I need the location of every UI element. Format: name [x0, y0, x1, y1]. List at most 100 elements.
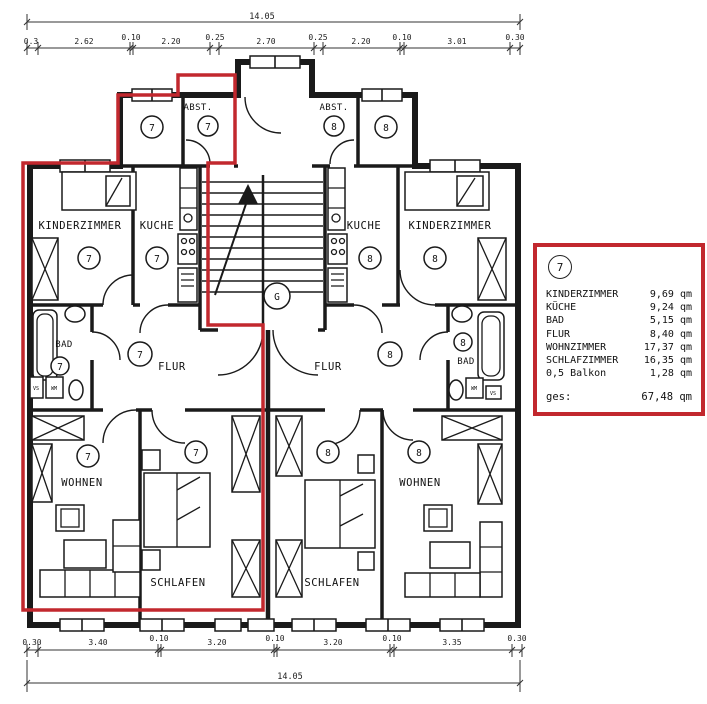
dim-top-5: 2.70	[256, 37, 275, 46]
dim-bot-2: 0.10	[149, 634, 168, 643]
legend-row: BAD 5,15 qm	[546, 314, 692, 327]
living-room-furniture	[31, 415, 141, 598]
unit-circle-flur7	[127, 341, 153, 367]
window	[439, 618, 485, 632]
wm-label: WM	[51, 386, 57, 392]
legend-total-row: ges: 67,48 qm	[546, 391, 692, 403]
window	[365, 618, 411, 632]
dim-bot-1: 3.40	[88, 638, 107, 647]
unit-circle-wohnen8	[407, 440, 431, 464]
legend-room-label: BAD	[546, 315, 565, 327]
vs-label: VS	[33, 386, 39, 392]
legend-row: KINDERZIMMER 9,69 qm	[546, 288, 692, 301]
unit-circle-bad8	[453, 332, 473, 352]
room-label-abst8: ABST.	[319, 103, 348, 113]
unit-num: 8	[432, 254, 438, 265]
unit-num: 7	[193, 448, 199, 459]
room-label-wohnen8: WOHNEN	[399, 477, 441, 489]
unit-num: 7	[86, 254, 92, 265]
stairwell-circle	[263, 282, 291, 310]
room-label-schlafen7: SCHLAFEN	[150, 577, 205, 589]
unit-circle-balcony7	[140, 115, 164, 139]
unit-circle-kinder7	[77, 246, 101, 270]
room-label-kinderzimmer8: KINDERZIMMER	[408, 220, 491, 232]
wardrobe	[31, 237, 59, 301]
dim-bot-6: 0.10	[382, 634, 401, 643]
legend-room-area: 9,24 qm	[649, 302, 692, 314]
dim-top-6: 0.25	[308, 33, 327, 42]
room-label-wohnen7: WOHNEN	[61, 477, 103, 489]
room-label-kueche7: KUCHE	[140, 220, 175, 232]
top-dimension-segments: 0.3 2.62 0.10 2.20 0.25 2.70 0.25 2.20 0…	[23, 33, 525, 55]
legend-row: SCHLAFZIMMER 16,35 qm	[546, 354, 692, 367]
dim-top-9: 3.01	[447, 37, 466, 46]
unit-circle-abst8	[323, 115, 345, 137]
room-label-abst7: ABST.	[183, 103, 212, 113]
stairwell-label: G	[274, 292, 280, 303]
legend-unit-number: 7	[556, 260, 564, 274]
room-label-bad8: BAD	[457, 357, 474, 367]
unit-circle-flur8	[377, 341, 403, 367]
dim-top-0: 0.3	[24, 37, 39, 46]
unit7-red-outline	[21, 73, 265, 612]
unit-num: 7	[154, 254, 160, 265]
bottom-dimension-segments: 0.30 3.40 0.10 3.20 0.10 3.20 0.10 3.35 …	[22, 634, 527, 657]
window	[139, 618, 185, 632]
legend-room-label: 0,5 Balkon	[546, 368, 607, 380]
legend-room-area: 16,35 qm	[643, 355, 692, 367]
unit-num: 7	[137, 350, 143, 361]
dim-bot-0: 0.30	[22, 638, 41, 647]
legend-room-label: SCHLAFZIMMER	[546, 355, 619, 367]
unit-num: 7	[85, 452, 91, 463]
legend-row: KÜCHE 9,24 qm	[546, 301, 692, 314]
bathroom-fixtures: WM VS	[448, 305, 505, 401]
legend-total-label: ges:	[546, 391, 572, 403]
stair-direction-arrow	[238, 184, 258, 204]
room-label-schlafen8: SCHLAFEN	[304, 577, 359, 589]
legend-room-label: KÜCHE	[546, 302, 577, 314]
bottom-dimension-total: 14.05	[23, 660, 524, 692]
unit-circle-schlafen7	[184, 440, 208, 464]
dim-top-7: 2.20	[351, 37, 370, 46]
window	[291, 618, 337, 632]
window	[59, 618, 105, 632]
bed	[61, 171, 137, 211]
room-label-kueche8: KUCHE	[347, 220, 382, 232]
dim-bot-8: 0.30	[507, 634, 526, 643]
dim-top-2: 0.10	[121, 33, 140, 42]
unit-num: 7	[149, 123, 155, 134]
unit-num: 8	[460, 338, 466, 349]
legend-room-label: WOHNZIMMER	[546, 341, 607, 353]
dim-top-4: 0.25	[205, 33, 224, 42]
bathroom-fixtures: VS WM	[29, 305, 86, 401]
wm-label: WM	[471, 386, 477, 392]
unit-circle-kinder8	[423, 246, 447, 270]
unit-circle-kueche8	[358, 246, 382, 270]
kitchen-unit	[177, 167, 198, 303]
window	[247, 618, 275, 632]
legend-room-area: 9,69 qm	[649, 289, 692, 300]
room-labels: ABST. 7 ABST. 8 7 8 KINDERZIMMER 7 KUCHE…	[38, 103, 491, 589]
legend-row: 0,5 Balkon 1,28 qm	[546, 367, 692, 380]
room-label-flur8: FLUR	[314, 361, 342, 373]
room-label-flur7: FLUR	[158, 361, 186, 373]
unit-circle-schlafen8	[316, 440, 340, 464]
unit-num: 7	[57, 362, 63, 373]
wardrobe	[477, 237, 507, 301]
unit-circle-balcony8	[374, 115, 398, 139]
legend-row: WOHNZIMMER 17,37 qm	[546, 341, 692, 354]
window	[214, 618, 242, 632]
room-label-bad7: BAD	[55, 340, 72, 350]
staircase: G	[202, 175, 323, 330]
unit-circle-kueche7	[145, 246, 169, 270]
building-walls	[27, 59, 521, 628]
legend-room-label: FLUR	[546, 328, 571, 340]
legend-room-area: 8,40 qm	[649, 328, 692, 340]
dim-bot-4: 0.10	[265, 634, 284, 643]
legend-unit-circle: 7	[548, 255, 572, 279]
window	[361, 88, 403, 102]
room-label-kinderzimmer7: KINDERZIMMER	[38, 220, 121, 232]
legend-total-area: 67,48 qm	[641, 391, 692, 403]
